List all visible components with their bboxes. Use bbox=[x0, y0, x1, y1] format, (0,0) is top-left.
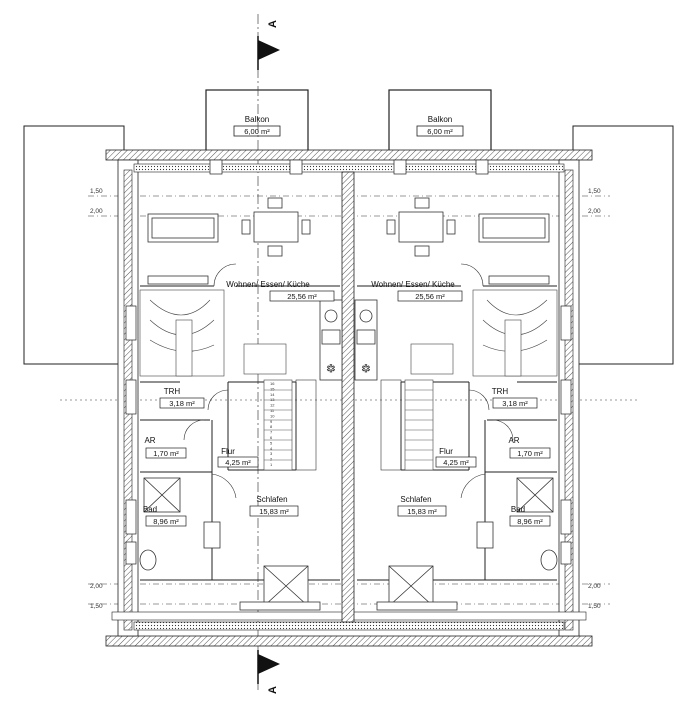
center-corridor bbox=[295, 379, 402, 471]
schlafen-left-area: 15,83 m² bbox=[259, 507, 289, 516]
left-doors bbox=[183, 263, 237, 499]
flur-left-area: 4,25 m² bbox=[225, 458, 251, 467]
stair-step-number: 5 bbox=[270, 440, 273, 445]
balkon-left-area: 6,00 m² bbox=[244, 127, 270, 136]
height-right-top-1: 1,50 bbox=[588, 188, 601, 195]
stair-step-number: 10 bbox=[270, 413, 275, 418]
bad-left-name: Bad bbox=[143, 505, 157, 514]
right-kitchen: ✱ bbox=[354, 299, 378, 381]
ar-right-name: AR bbox=[508, 436, 519, 445]
right-doors bbox=[460, 263, 514, 499]
balkon-left: Balkon 6,00 m² bbox=[205, 89, 309, 157]
wohnen-right-area: 25,56 m² bbox=[415, 292, 445, 301]
schlafen-right-area: 15,83 m² bbox=[407, 507, 437, 516]
schlafen-right-name: Schlafen bbox=[400, 495, 431, 504]
stair-step-number: 8 bbox=[270, 424, 273, 429]
left-kitchen: ✱ bbox=[319, 299, 343, 381]
stair-step-number: 4 bbox=[270, 446, 273, 451]
stair-step-number: 14 bbox=[270, 392, 275, 397]
balkon-right-area: 6,00 m² bbox=[427, 127, 453, 136]
stair-step-number: 6 bbox=[270, 435, 273, 440]
side-windows bbox=[125, 305, 572, 565]
ar-left-name: AR bbox=[144, 436, 155, 445]
section-label-bottom: A bbox=[267, 686, 279, 694]
right-stair bbox=[404, 289, 558, 471]
svg-text:✱: ✱ bbox=[327, 364, 335, 375]
stair-step-number: 7 bbox=[270, 430, 273, 435]
height-left-top-1: 1,50 bbox=[90, 188, 103, 195]
trh-right-name: TRH bbox=[492, 387, 509, 396]
bad-right-name: Bad bbox=[511, 505, 525, 514]
party-wall bbox=[341, 171, 355, 623]
dormer-right-outline bbox=[572, 125, 674, 365]
wohnen-left-name: Wohnen/ Essen/ Küche bbox=[226, 280, 310, 289]
ar-right-area: 1,70 m² bbox=[517, 449, 543, 458]
trh-left-name: TRH bbox=[164, 387, 181, 396]
left-stair bbox=[139, 289, 293, 471]
svg-text:✱: ✱ bbox=[362, 364, 370, 375]
right-bath bbox=[476, 477, 558, 571]
top-openings bbox=[209, 159, 489, 175]
balkon-right: Balkon 6,00 m² bbox=[388, 89, 492, 157]
left-stair-steps bbox=[264, 389, 292, 461]
wohnen-left-area: 25,56 m² bbox=[287, 292, 317, 301]
stair-step-number: 11 bbox=[270, 408, 275, 413]
left-bath bbox=[139, 477, 221, 571]
right-living-furniture bbox=[386, 197, 550, 285]
stair-step-number: 1 bbox=[270, 462, 273, 467]
stair-step-number: 13 bbox=[270, 397, 275, 402]
right-bed bbox=[376, 565, 458, 611]
stair-step-number: 16 bbox=[270, 381, 275, 386]
height-right-bottom-2: 1,50 bbox=[588, 603, 601, 610]
section-marker-top: A bbox=[257, 20, 280, 70]
height-left-bottom-1: 2,00 bbox=[90, 583, 103, 590]
stair-step-number: 9 bbox=[270, 419, 273, 424]
flur-right-name: Flur bbox=[439, 447, 453, 456]
ar-left-area: 1,70 m² bbox=[153, 449, 179, 458]
bad-left-area: 8,96 m² bbox=[153, 517, 179, 526]
flur-right-area: 4,25 m² bbox=[443, 458, 469, 467]
right-stair-steps bbox=[405, 389, 433, 461]
trh-right-area: 3,18 m² bbox=[502, 399, 528, 408]
section-marker-bottom: A bbox=[257, 650, 280, 694]
height-left-top-2: 2,00 bbox=[90, 208, 103, 215]
dormer-left-outline bbox=[23, 125, 125, 365]
balkon-left-name: Balkon bbox=[245, 115, 269, 124]
trh-left-area: 3,18 m² bbox=[169, 399, 195, 408]
stair-step-number: 3 bbox=[270, 451, 273, 456]
bad-right-area: 8,96 m² bbox=[517, 517, 543, 526]
balkon-right-name: Balkon bbox=[428, 115, 452, 124]
stair-step-number: 2 bbox=[270, 457, 273, 462]
height-right-bottom-1: 2,00 bbox=[588, 583, 601, 590]
stair-step-number: 12 bbox=[270, 403, 275, 408]
flur-left-name: Flur bbox=[221, 447, 235, 456]
wohnen-right-name: Wohnen/ Essen/ Küche bbox=[371, 280, 455, 289]
stair-step-number: 15 bbox=[270, 386, 275, 391]
section-label-top: A bbox=[267, 20, 279, 28]
left-living-furniture bbox=[147, 197, 311, 285]
left-bed bbox=[239, 565, 321, 611]
height-left-bottom-2: 1,50 bbox=[90, 603, 103, 610]
schlafen-left-name: Schlafen bbox=[256, 495, 287, 504]
height-right-top-2: 2,00 bbox=[588, 208, 601, 215]
